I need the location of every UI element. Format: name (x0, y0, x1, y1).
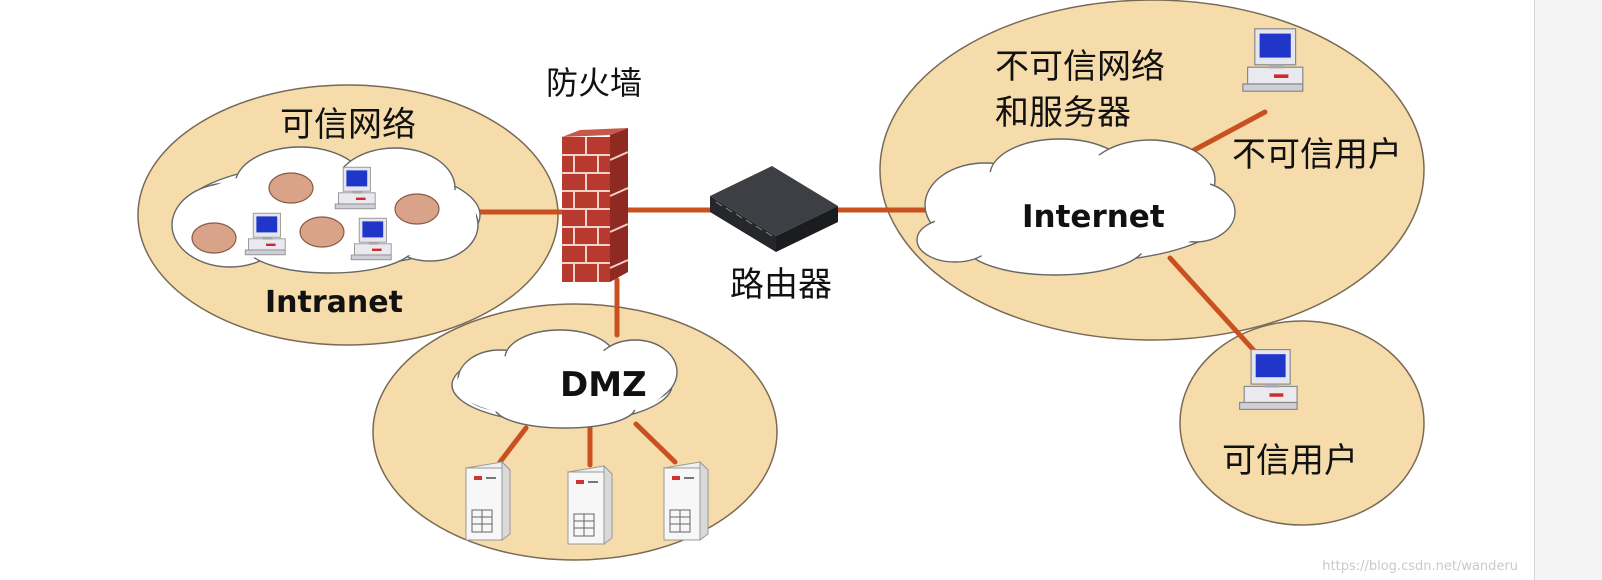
firewall-icon (562, 128, 629, 282)
link-internet-untrusted-user (1182, 109, 1268, 158)
dmz-server-icon (465, 461, 511, 541)
untrusted-user-label: 不可信用户 (1232, 135, 1402, 175)
trusted-user-label: 可信用户 (1222, 441, 1358, 481)
network-diagram: 防火墙 可信网络 Intranet 路由器 不可信网络 和服务器 Interne… (137, 0, 1425, 561)
link-dmz-server-1 (497, 425, 529, 465)
intranet-label: Intranet (265, 285, 403, 320)
router-label: 路由器 (730, 265, 832, 305)
trusted-network-label: 可信网络 (280, 105, 416, 145)
internet-label: Internet (1022, 199, 1165, 235)
trusted-user-zone (1179, 320, 1425, 526)
intranet-node-icon (299, 216, 345, 248)
right-edge-strip (1534, 0, 1602, 580)
untrusted-network-label-line1: 不可信网络 (995, 47, 1165, 87)
watermark-text: https://blog.csdn.net/wanderu (1322, 559, 1518, 574)
dmz-server-icon (567, 465, 613, 545)
intranet-node-icon (268, 172, 314, 204)
link-internet-trusted-user (1167, 255, 1261, 358)
router-icon (710, 166, 838, 252)
dmz-label: DMZ (560, 365, 647, 405)
untrusted-network-label-line2: 和服务器 (995, 93, 1131, 133)
firewall-label: 防火墙 (546, 64, 642, 102)
dmz-server-icon (663, 461, 709, 541)
intranet-node-icon (394, 193, 440, 225)
intranet-node-icon (191, 222, 237, 254)
link-dmz-server-3 (633, 421, 678, 465)
